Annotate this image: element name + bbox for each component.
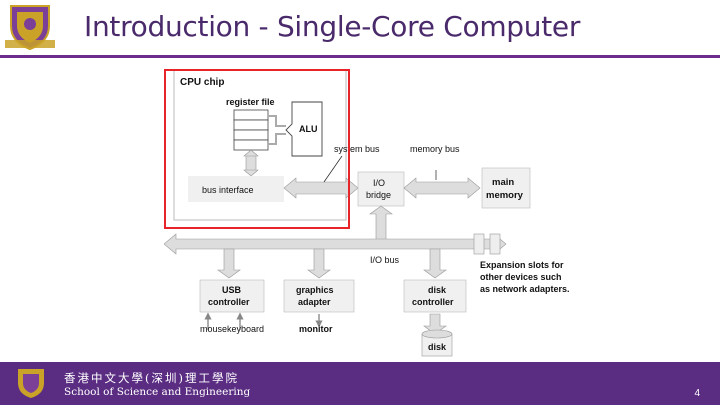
io-bus-label: I/O bus (370, 255, 400, 265)
bus-interface-label: bus interface (202, 185, 254, 195)
disk-icon (421, 329, 453, 357)
footer-chinese-name: 香港中文大學(深圳)理工學院 (64, 371, 239, 385)
io-bus (164, 233, 507, 255)
usb-controller-box (199, 279, 265, 313)
cpu-highlight-box (164, 69, 350, 229)
register-file (233, 109, 269, 151)
disk-controller-box (403, 279, 467, 313)
header-divider (0, 55, 720, 58)
bus-to-usb-arrow (217, 248, 241, 279)
reg-to-alu-arrow (268, 115, 286, 127)
alu-label: ALU (299, 124, 318, 134)
main-memory-label-2: memory (486, 190, 524, 201)
io-bridge-label-2: bridge (366, 190, 391, 200)
bus-interface-box (188, 176, 284, 202)
memory-bus-label: memory bus (410, 144, 460, 154)
graphics-label-2: adapter (298, 297, 331, 307)
bridge-to-iobus-arrow (369, 205, 393, 241)
expansion-label-3: as network adapters. (480, 284, 570, 294)
io-bridge-label-1: I/O (373, 178, 385, 188)
usb-label-1: USB (222, 285, 242, 295)
disk-label: disk (428, 342, 447, 352)
main-memory-label-1: main (492, 177, 514, 188)
monitor-label: monitor (299, 324, 333, 334)
main-memory-box (481, 167, 531, 209)
university-crest-logo (5, 5, 55, 51)
footer-crest-logo (18, 369, 44, 398)
graphics-label-1: graphics (296, 285, 334, 295)
usb-label-2: controller (208, 297, 250, 307)
mouse-keyboard-label: mousekeyboard (200, 324, 264, 334)
bus-to-disk-controller-arrow (423, 248, 447, 279)
page-number: 4 (694, 388, 700, 399)
io-bridge-box (357, 171, 405, 207)
footer-english-name: School of Science and Engineering (64, 386, 251, 398)
cpu-chip-label: CPU chip (180, 77, 224, 88)
expansion-label-2: other devices such (480, 272, 562, 282)
alu-to-reg-arrow (268, 133, 286, 145)
slide-header: Introduction - Single-Core Computer (0, 0, 720, 58)
disk-controller-label-1: disk (428, 285, 447, 295)
register-file-label: register file (226, 97, 275, 107)
computer-architecture-diagram: CPU chip register file ALU bus interface… (164, 69, 570, 357)
alu-shape (285, 101, 323, 157)
disk-controller-label-2: controller (412, 297, 454, 307)
graphics-adapter-box (283, 279, 355, 313)
bus-to-graphics-arrow (307, 248, 331, 279)
expansion-label-1: Expansion slots for (480, 260, 564, 270)
memory-bus-arrow (403, 177, 481, 199)
reg-bus-arrow (243, 149, 259, 177)
slide-title: Introduction - Single-Core Computer (84, 10, 581, 43)
system-bus-pointer (323, 155, 343, 183)
system-bus-label: system bus (334, 144, 380, 154)
slide-footer (0, 362, 720, 405)
